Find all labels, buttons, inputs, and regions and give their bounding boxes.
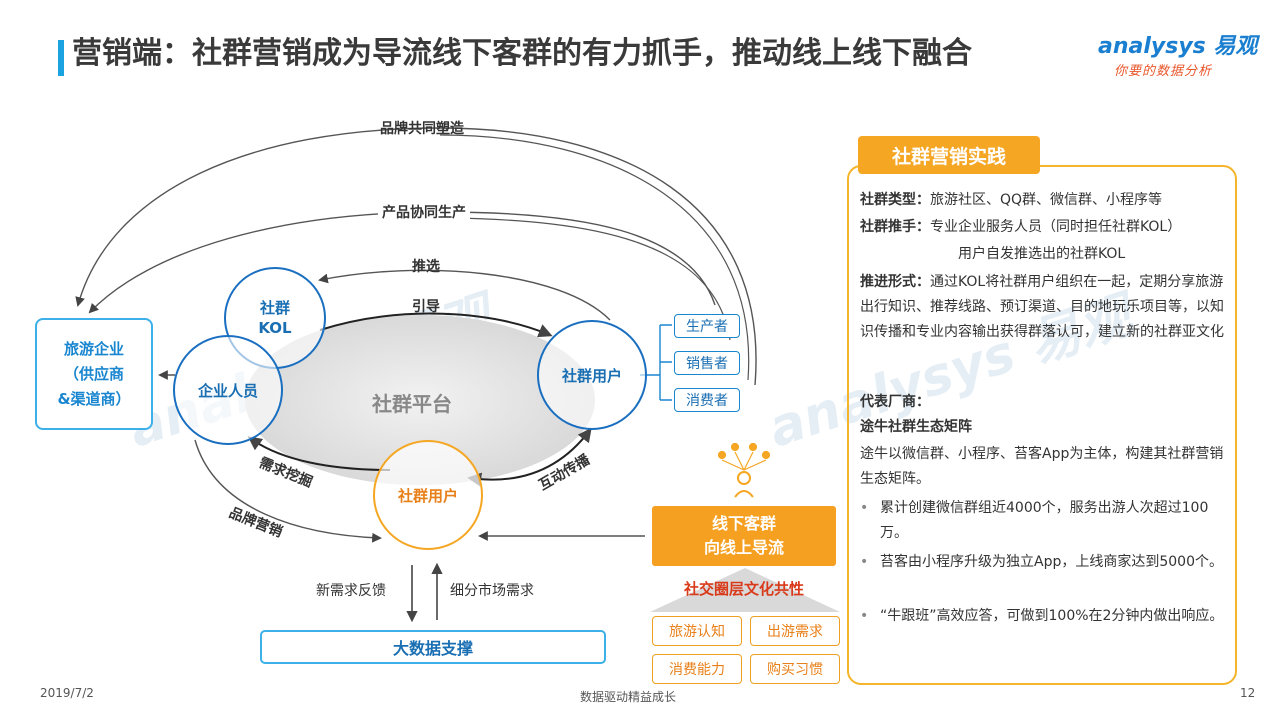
panel-type-row: 社群类型：旅游社区、QQ群、微信群、小程序等 <box>860 188 1230 213</box>
form-label: 推进形式： <box>860 274 930 290</box>
bigdata-box: 大数据支撑 <box>260 630 606 664</box>
arrow-demand <box>247 436 391 471</box>
roles-bracket <box>640 324 672 401</box>
label-social-culture: 社交圈层文化共性 <box>684 580 805 598</box>
type-value: 旅游社区、QQ群、微信群、小程序等 <box>930 192 1163 208</box>
arrow-interactive <box>467 427 592 487</box>
brand-slogan: 你要的数据分析 <box>1114 64 1213 79</box>
culture-tag-awareness: 旅游认知 <box>652 616 742 646</box>
arc-brand <box>75 127 757 386</box>
page-number: 12 <box>1240 686 1256 700</box>
user-bottom-label: 社群用户 <box>397 486 458 505</box>
panel-heading: 社群营销实践 <box>858 136 1040 174</box>
brand-name: analysys 易观 <box>1098 34 1258 59</box>
arc-product-2 <box>449 217 731 341</box>
staff-label: 企业人员 <box>197 381 258 400</box>
user-right-circle <box>537 320 647 430</box>
bullet-dot: • <box>860 608 869 624</box>
panel-pusher-row: 社群推手：专业企业服务人员（同时担任社群KOL） <box>860 215 1230 240</box>
bullet-3: “牛跟班”高效应答，可做到100%在2分钟内做出响应。 <box>880 608 1224 624</box>
enterprise-box: 旅游企业 （供应商 &渠道商） <box>35 318 153 430</box>
role-seller: 销售者 <box>674 351 740 375</box>
label-guide: 引导 <box>412 299 440 315</box>
label-brand-shaping: 品牌共同塑造 <box>380 121 464 137</box>
footer-date: 2019/7/2 <box>40 686 94 700</box>
vendor-name: 途牛社群生态矩阵 <box>860 419 972 435</box>
bullet-dot: • <box>860 500 869 516</box>
role-consumer: 消费者 <box>674 388 740 412</box>
panel-form-row: 推进形式：通过KOL将社群用户组织在一起，定期分享旅游出行知识、推荐线路、预订渠… <box>860 270 1230 345</box>
page-title: 营销端：社群营销成为导流线下客群的有力抓手，推动线上线下融合 <box>72 36 972 71</box>
practice-panel <box>847 165 1237 685</box>
pusher-label: 社群推手： <box>860 219 930 235</box>
user-bottom-circle <box>373 440 483 550</box>
arc-product <box>88 211 716 314</box>
bullet-2: 苔客由小程序升级为独立App，上线商家达到5000个。 <box>880 554 1223 570</box>
arrow-recommend <box>318 269 611 321</box>
arrow-guide <box>319 312 553 338</box>
role-producer: 生产者 <box>674 314 740 338</box>
label-platform: 社群平台 <box>372 392 452 416</box>
footer-slogan: 数据驱动精益成长 <box>580 690 677 704</box>
offline-box: 线下客群 向线上导流 <box>652 506 836 566</box>
pusher-value-1: 专业企业服务人员（同时担任社群KOL） <box>930 219 1182 235</box>
culture-triangle <box>650 568 840 612</box>
bullet-dot: • <box>860 554 869 570</box>
people-network-icon <box>717 442 771 498</box>
kol-label: 社群 KOL <box>258 299 292 337</box>
pusher-value-2: 用户自发推选出的社群KOL <box>958 246 1126 262</box>
culture-tag-purchase-habit: 购买习惯 <box>750 654 840 684</box>
culture-tag-consumption: 消费能力 <box>652 654 742 684</box>
form-value: 通过KOL将社群用户组织在一起，定期分享旅游出行知识、推荐线路、预订渠道、目的地… <box>860 274 1224 340</box>
bullet-1: 累计创建微信群组近4000个，服务出游人次超过100万。 <box>880 500 1209 541</box>
label-new-demand-feedback: 新需求反馈 <box>316 583 386 599</box>
type-label: 社群类型： <box>860 192 930 208</box>
label-product-cocreation: 产品协同生产 <box>378 202 470 222</box>
brand-logo: analysys 易观 你要的数据分析 <box>1098 28 1263 88</box>
vendor-label: 代表厂商： <box>860 394 930 410</box>
label-segment-demand: 细分市场需求 <box>450 583 534 599</box>
staff-circle <box>173 335 283 445</box>
arc-brand-2 <box>439 134 750 381</box>
culture-tag-travel-demand: 出游需求 <box>750 616 840 646</box>
label-recommend: 推选 <box>412 259 440 275</box>
vendor-desc: 途牛以微信群、小程序、苔客App为主体，构建其社群营销生态矩阵。 <box>860 446 1224 487</box>
arrow-brandmkt <box>194 439 382 543</box>
user-right-label: 社群用户 <box>561 366 622 385</box>
title-accent-bar <box>58 40 64 76</box>
